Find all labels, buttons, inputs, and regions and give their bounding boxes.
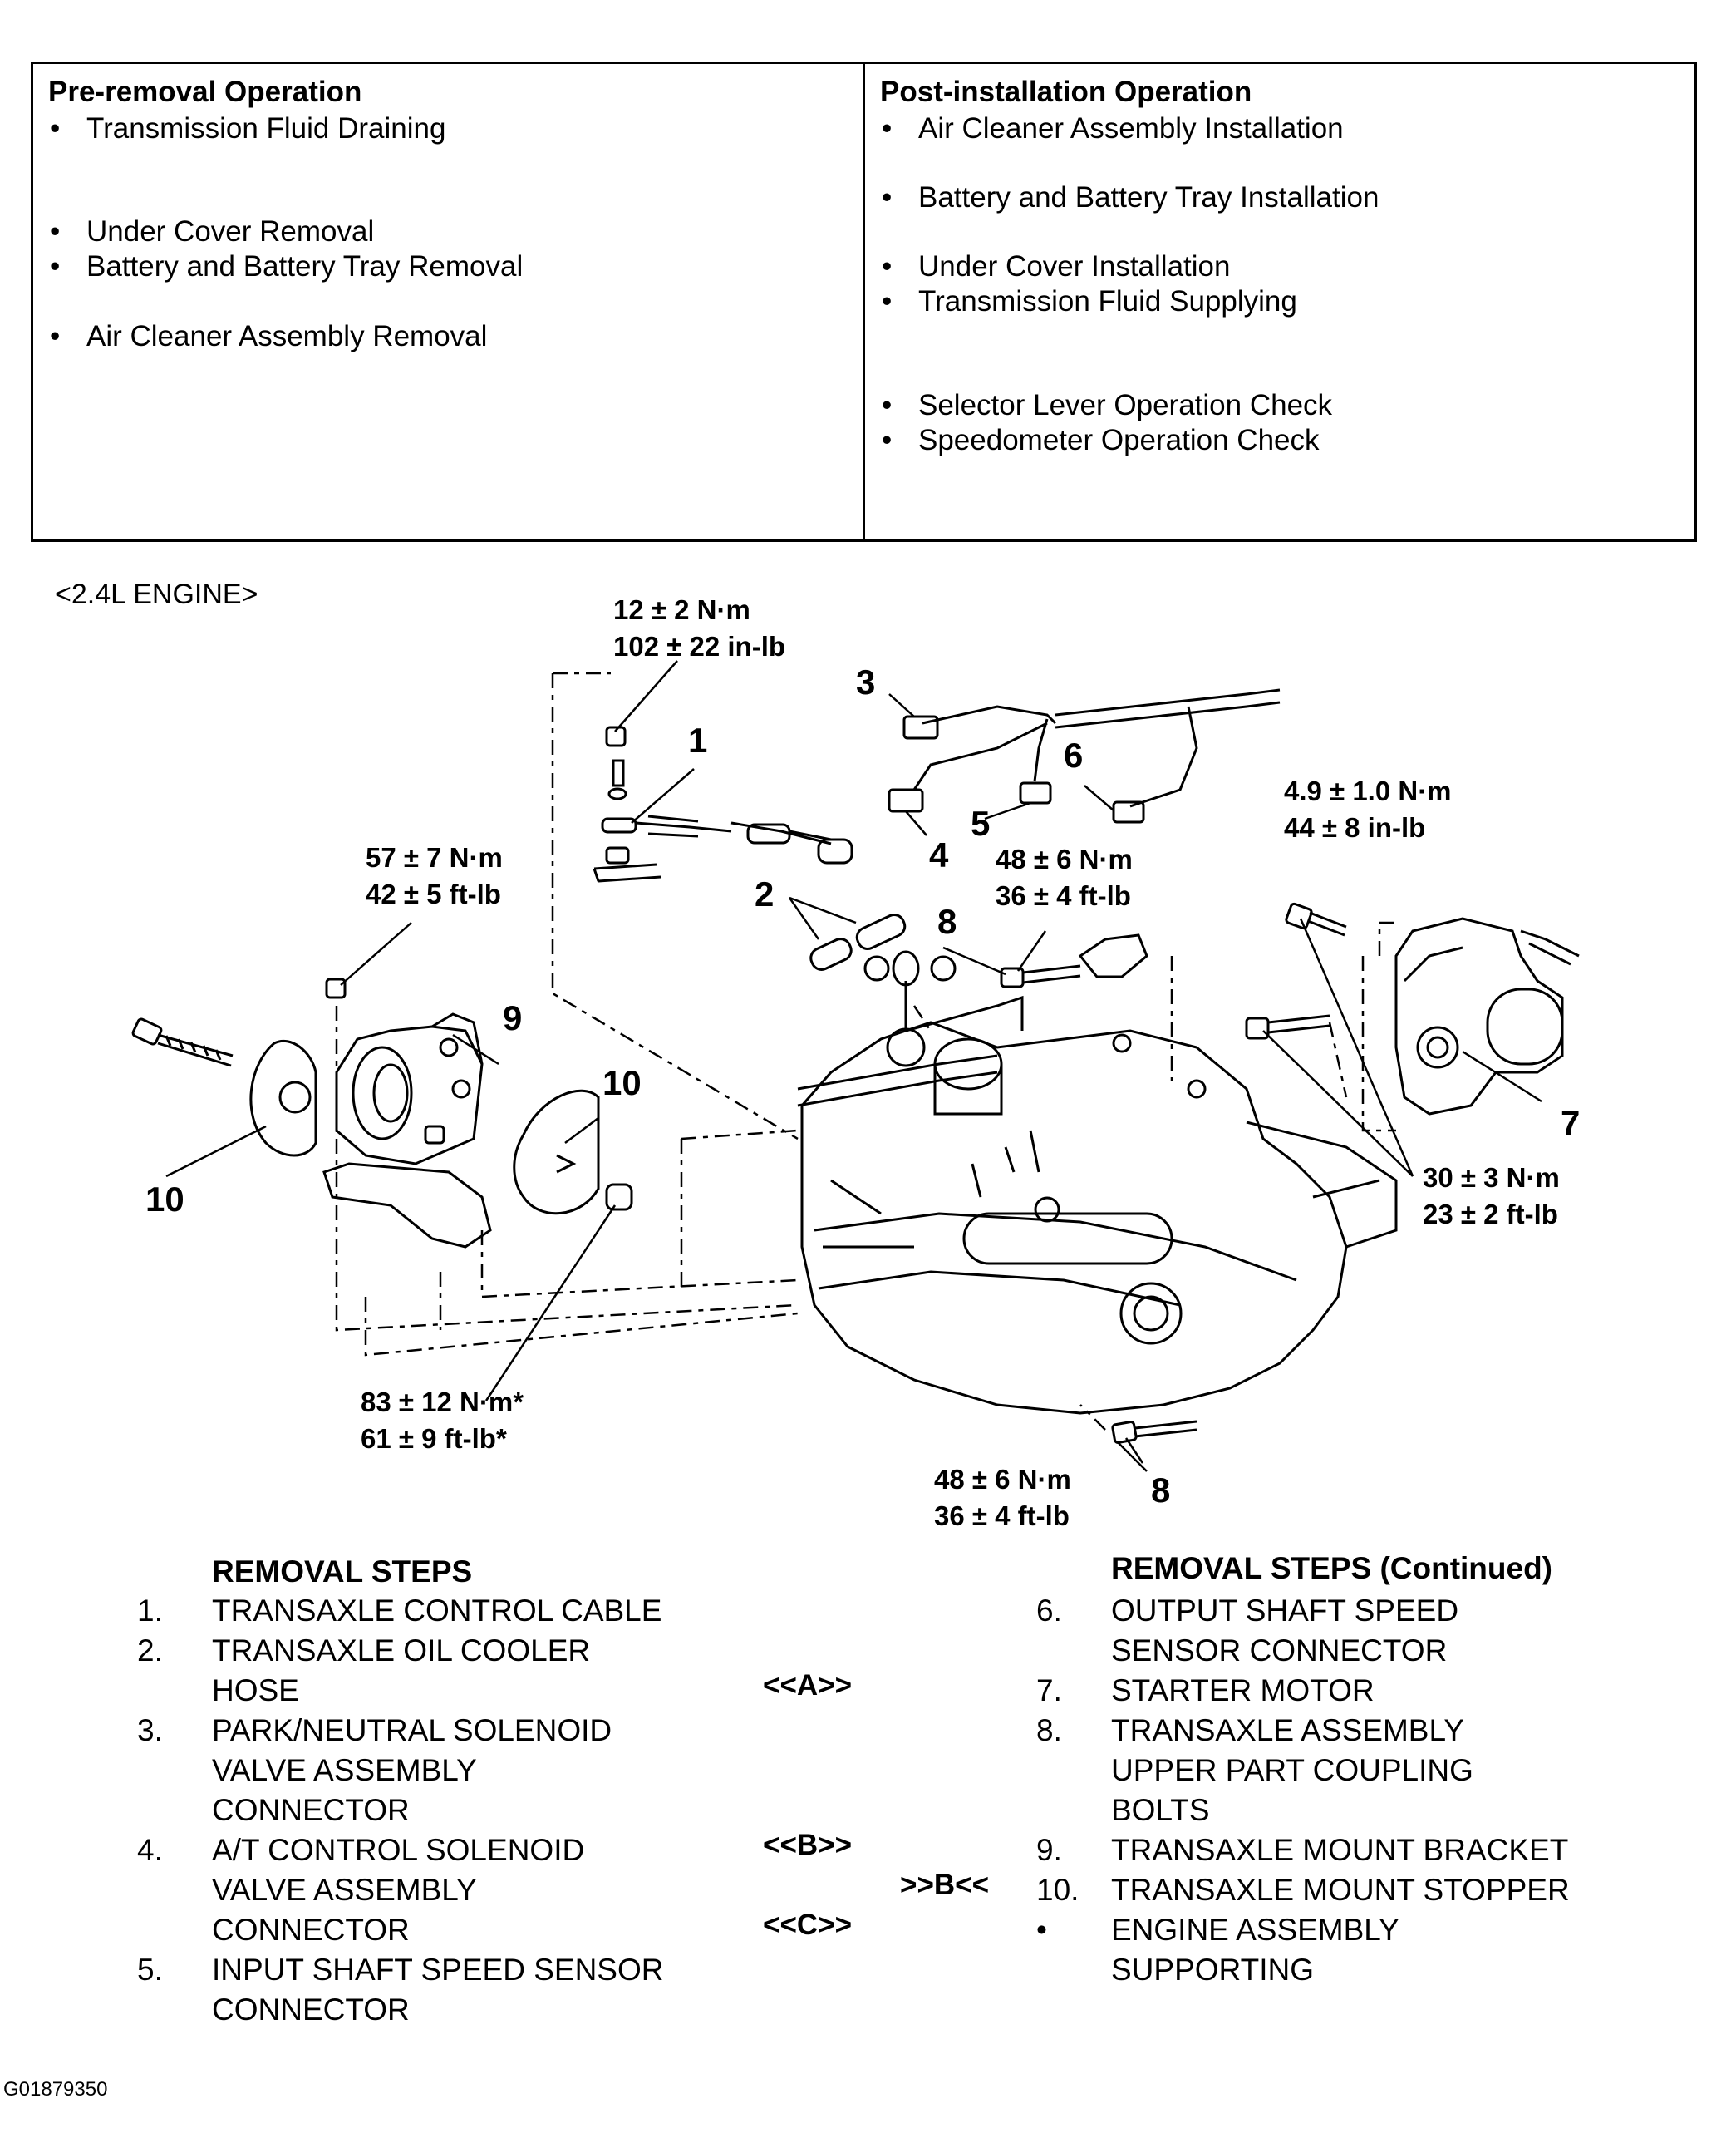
mount-bracket (322, 1012, 492, 1249)
callout-8: 8 (1151, 1470, 1171, 1510)
callout-7: 7 (1561, 1103, 1581, 1142)
starter-motor (1394, 917, 1580, 1116)
list-item: •Air Cleaner Assembly Installation (882, 112, 1344, 145)
list-item: •Under Cover Removal (50, 215, 375, 248)
mount-stopper (513, 1089, 600, 1215)
list-item: •Battery and Battery Tray Removal (50, 250, 524, 283)
note-mark: <<A>> (763, 1669, 853, 1702)
post-installation-title: Post-installation Operation (880, 76, 1252, 108)
list-item: •Selector Lever Operation Check (882, 389, 1333, 421)
coupling-bolt (1000, 902, 1347, 1444)
list-item: •Air Cleaner Assembly Removal (50, 320, 488, 352)
list-item: •Transmission Fluid Supplying (882, 285, 1297, 318)
list-item: •Speedometer Operation Check (882, 424, 1320, 456)
callout-10: 10 (145, 1180, 184, 1219)
callout-2: 2 (755, 874, 775, 914)
callout-6: 6 (1064, 736, 1084, 775)
removal-steps-continued-title: REMOVAL STEPS (Continued) (1111, 1551, 1553, 1585)
callout-5: 5 (971, 804, 991, 843)
post-installation-column: Post-installation Operation •Air Cleaner… (863, 64, 1694, 539)
mount-stopper (249, 1040, 317, 1157)
callout-10: 10 (602, 1063, 642, 1102)
torque-spec: 83 ± 12 N·m*61 ± 9 ft-lb* (361, 1387, 524, 1454)
oil-cooler-hoses (809, 913, 957, 982)
oil-cooler-lines (797, 995, 1024, 1107)
wiring-harness (888, 688, 1281, 824)
bracket (1078, 933, 1148, 978)
note-mark: >>B<< (900, 1869, 990, 1901)
callout-9: 9 (503, 998, 523, 1037)
figure-id: G01879350 (3, 2078, 108, 2101)
reference-lines (335, 672, 1396, 1431)
callout-1: 1 (688, 721, 708, 760)
callout-8: 8 (937, 902, 957, 941)
mount-bolt (131, 1017, 234, 1067)
list-item: •Under Cover Installation (882, 250, 1231, 283)
control-cable (593, 726, 853, 883)
engine-label: <2.4L ENGINE> (55, 579, 258, 610)
callout-3: 3 (856, 663, 876, 702)
operations-table: Pre-removal Operation •Transmission Flui… (31, 62, 1697, 542)
list-item: •Battery and Battery Tray Installation (882, 181, 1379, 214)
pre-removal-column: Pre-removal Operation •Transmission Flui… (33, 64, 863, 539)
note-mark: <<C>> (763, 1909, 853, 1941)
removal-steps-title: REMOVAL STEPS (212, 1554, 473, 1589)
note-mark: <<B>> (763, 1829, 853, 1861)
list-item: •Transmission Fluid Draining (50, 112, 446, 145)
pre-removal-title: Pre-removal Operation (48, 76, 362, 108)
transaxle-housing (800, 950, 1398, 1415)
mount-nut (325, 978, 633, 1211)
leader-lines (165, 660, 1542, 1472)
callout-4: 4 (929, 835, 949, 874)
